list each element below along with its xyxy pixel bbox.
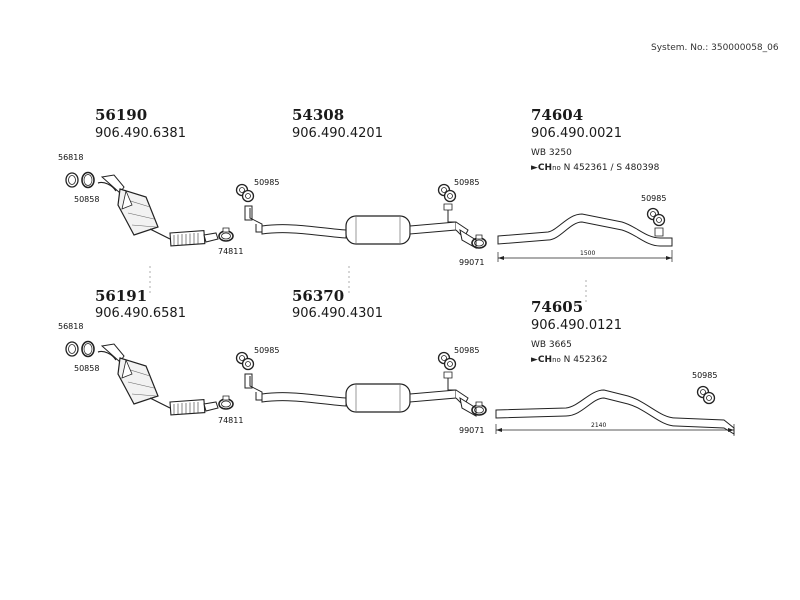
chassis-range-text: N 452362: [560, 355, 608, 365]
ch-no-suffix: no: [552, 164, 561, 172]
ch-no-suffix: no: [552, 356, 561, 364]
dimension-length-lower: 2140: [591, 422, 607, 429]
ch-prefix: CH: [537, 355, 553, 365]
system-number: System. No.: 350000058_06: [651, 43, 779, 53]
hanger-a-lower: [235, 351, 255, 371]
hanger-b-lower: [437, 351, 457, 371]
oe-number-middle-upper: 906.490.4201: [292, 126, 383, 141]
part-number-middle-upper: 54308: [292, 106, 345, 124]
chassis-note-upper: ►CHno N 452361 / S 480398: [531, 163, 659, 173]
ref-clamp-front-lower: 74811: [218, 416, 244, 425]
hanger-c-upper: [646, 207, 666, 227]
ch-prefix: CH: [537, 163, 553, 173]
ref-hanger-a-lower: 50985: [254, 346, 280, 355]
ref-ring-upper: 56818: [58, 153, 84, 162]
tailpipe-upper: [498, 214, 672, 246]
ref-gasket-lower: 50858: [74, 364, 100, 373]
middle-silencer-lower: [244, 371, 477, 417]
catalytic-converter-upper: [97, 174, 219, 247]
arrow-right-icon: ►: [531, 163, 538, 173]
part-number-tailpipe-lower: 74605: [531, 298, 584, 316]
hanger-c-lower: [696, 385, 716, 405]
part-number-middle-lower: 56370: [292, 287, 345, 305]
catalytic-converter-lower: [97, 343, 219, 416]
wheelbase-lower: WB 3665: [531, 340, 572, 350]
chassis-range-text: N 452361 / S 480398: [560, 163, 660, 173]
gasket-part-upper: [81, 171, 95, 189]
tailpipe-lower: [496, 390, 734, 434]
ref-clamp-front-upper: 74811: [218, 247, 244, 256]
arrow-right-icon: ►: [531, 355, 538, 365]
oe-number-tailpipe-lower: 906.490.0121: [531, 318, 622, 333]
ref-hanger-b-upper: 50985: [454, 178, 480, 187]
oe-number-catalyst-lower: 906.490.6581: [95, 306, 186, 321]
middle-silencer-upper: [244, 203, 477, 249]
ref-hanger-a-upper: 50985: [254, 178, 280, 187]
ref-clamp-rear-upper: 99071: [459, 258, 485, 267]
part-number-catalyst-upper: 56190: [95, 106, 148, 124]
hanger-a-upper: [235, 183, 255, 203]
chassis-note-lower: ►CHno N 452362: [531, 355, 608, 365]
ring-part-lower: [65, 341, 79, 357]
ref-ring-lower: 56818: [58, 322, 84, 331]
ref-hanger-b-lower: 50985: [454, 346, 480, 355]
dimension-line-upper: [498, 250, 672, 262]
oe-number-tailpipe-upper: 906.490.0021: [531, 126, 622, 141]
wheelbase-upper: WB 3250: [531, 148, 572, 158]
dimension-length-upper: 1500: [580, 250, 596, 257]
oe-number-catalyst-upper: 906.490.6381: [95, 126, 186, 141]
ref-gasket-upper: 50858: [74, 195, 100, 204]
ref-clamp-rear-lower: 99071: [459, 426, 485, 435]
ring-part-upper: [65, 172, 79, 188]
oe-number-middle-lower: 906.490.4301: [292, 306, 383, 321]
gasket-part-lower: [81, 340, 95, 358]
part-number-catalyst-lower: 56191: [95, 287, 148, 305]
clamp-front-upper: [218, 227, 234, 242]
clamp-front-lower: [218, 395, 234, 410]
ref-hanger-c-upper: 50985: [641, 194, 667, 203]
hanger-b-upper: [437, 183, 457, 203]
part-number-tailpipe-upper: 74604: [531, 106, 584, 124]
dimension-line-lower: [496, 424, 734, 436]
ref-hanger-c-lower: 50985: [692, 371, 718, 380]
